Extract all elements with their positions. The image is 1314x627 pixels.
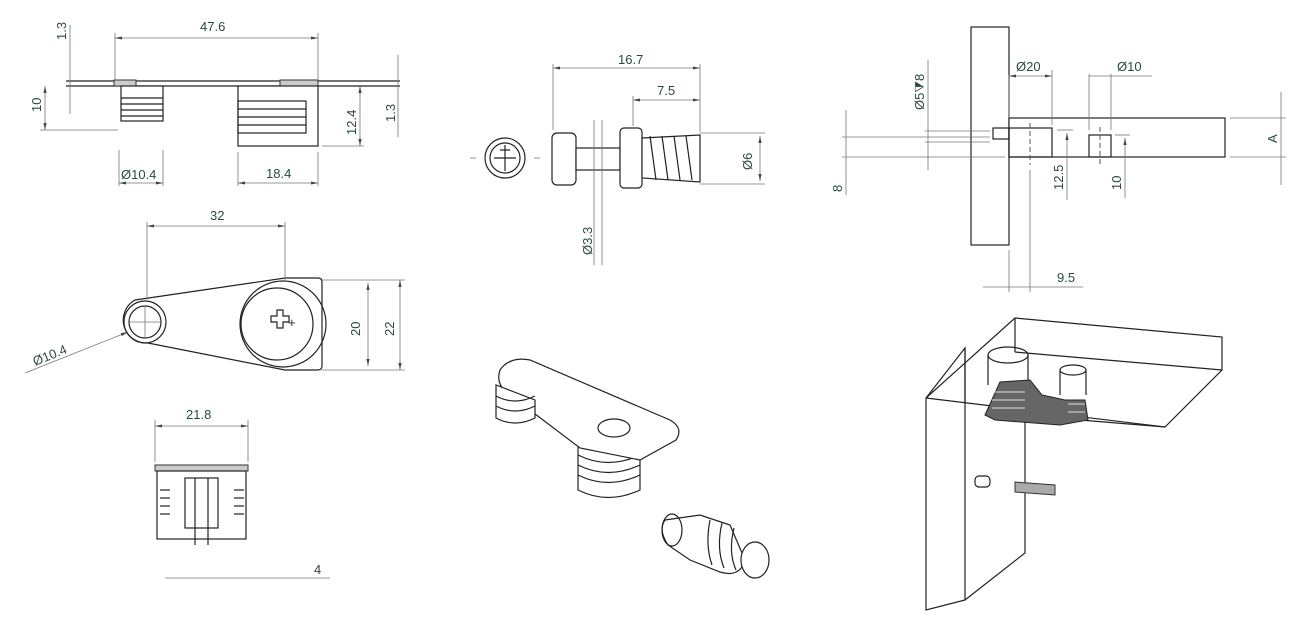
dim-bolt-length: 16.7 (618, 52, 643, 67)
dim-cam-hole-diameter: Ø20 (1016, 59, 1041, 74)
dim-cam-depth: 12.5 (1051, 165, 1066, 190)
dim-thread-diameter: Ø6 (740, 153, 755, 170)
dim-dowel-height: 10 (29, 98, 44, 112)
dim-shank-diameter: Ø3.3 (580, 227, 595, 255)
dim-slot-width: 4 (314, 562, 321, 577)
dim-cam-width: 18.4 (266, 166, 291, 181)
dim-section-width: 21.8 (186, 407, 211, 422)
dim-overall-length: 47.6 (200, 19, 225, 34)
dim-plate-thickness: 1.3 (54, 22, 69, 40)
cam-lock-isometric (495, 358, 770, 579)
installation-view: Ø20 Ø10 Ø5⧩8 8 12.5 10 A 9.5 (830, 26, 1286, 292)
dim-dowel-depth: 10 (1109, 176, 1124, 190)
dim-plate-thickness-right: 1.3 (383, 104, 398, 122)
plus-mark-icon: + (288, 315, 296, 330)
dim-thread-length: 7.5 (657, 83, 675, 98)
dim-dowel-diameter: Ø10.4 (121, 167, 156, 182)
dim-cam-inner-height: 20 (348, 322, 363, 336)
dim-top-dowel-diameter: Ø10.4 (31, 342, 69, 369)
dim-board-thickness: A (1265, 134, 1280, 143)
dim-cam-edge-distance: 9.5 (1057, 270, 1075, 285)
section-view: 21.8 4 (154, 407, 330, 579)
dim-cam-height: 12.4 (344, 110, 359, 135)
dim-center-distance: 32 (210, 208, 224, 223)
dim-bolt-offset: 8 (830, 185, 845, 192)
dim-bolt-hole: Ø5⧩8 (912, 74, 927, 110)
bolt-view: 16.7 7.5 Ø6 Ø3.3 (470, 52, 765, 265)
dim-cam-outer-height: 22 (382, 322, 397, 336)
front-view: 47.6 1.3 10 12.4 1.3 Ø10.4 18.4 (29, 19, 400, 186)
assembly-isometric (925, 317, 1223, 611)
top-view: + 32 Ø10.4 20 22 (24, 208, 405, 374)
dim-dowel-hole-diameter: Ø10 (1117, 59, 1142, 74)
